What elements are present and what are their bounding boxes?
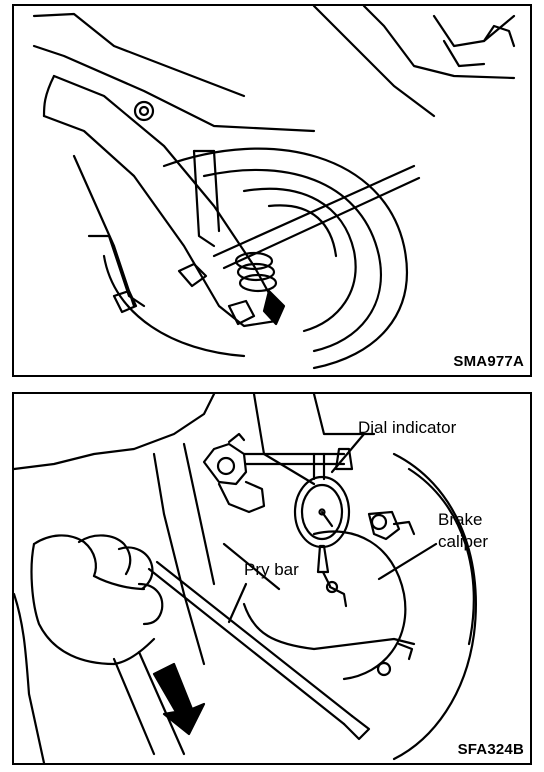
rotor-drawing (242, 452, 477, 761)
label-dial-indicator: Dial indicator (358, 418, 457, 437)
label-brake: Brake (438, 510, 483, 529)
pry-bar-drawing (147, 542, 371, 741)
label-caliper: caliper (438, 532, 489, 551)
figure-code-top: SMA977A (453, 353, 524, 370)
spring-bolt-drawing (112, 100, 278, 326)
label-pry-bar: Pry bar (244, 560, 299, 579)
dial-indicator-illustration (14, 394, 477, 763)
figure-bottom-panel: Dial indicator Brake caliper Pry bar SFA… (12, 392, 532, 765)
indicator-stand-drawing (202, 432, 354, 514)
arm-tip-mark (262, 289, 286, 326)
control-arm-drawing (42, 74, 278, 328)
frame-member-drawing (32, 6, 516, 133)
chassis-drawing (14, 394, 376, 666)
caliper-drawing (367, 510, 416, 677)
figure-code-bottom: SFA324B (457, 741, 524, 758)
suspension-arm-illustration (32, 6, 516, 370)
wheel-disc-drawing (102, 147, 408, 370)
leader-brake-caliper (377, 542, 438, 581)
callout-leaders (227, 432, 438, 624)
hand-drawing (14, 534, 164, 763)
push-arrow-icon (112, 650, 206, 756)
leader-pry-bar (227, 582, 248, 624)
leader-dial-indicator (330, 432, 366, 474)
dial-gauge-drawing (293, 475, 351, 608)
figure-top-panel: SMA977A (12, 4, 532, 377)
